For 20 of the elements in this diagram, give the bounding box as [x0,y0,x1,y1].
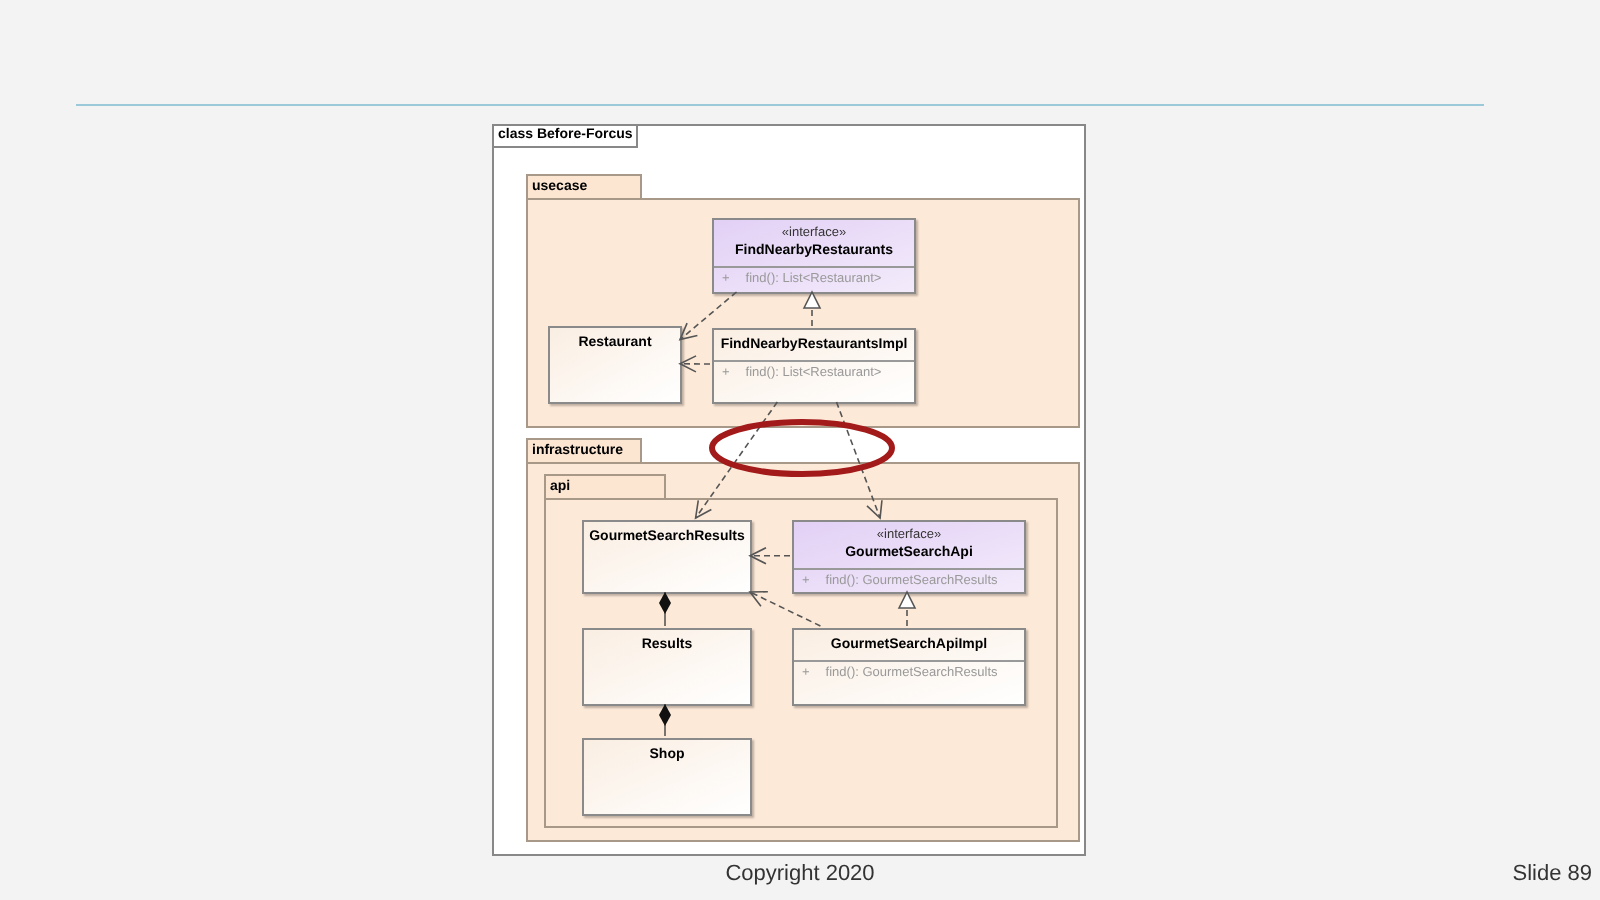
dependency-arrow [694,401,779,519]
dependency-arrow [679,291,738,341]
slide-number: Slide 89 [1512,860,1592,890]
class-box [582,520,752,594]
dependency-arrow [803,291,821,327]
dependency-arrow [898,591,916,627]
dependency-arrow [679,355,711,373]
class-box [582,628,752,706]
class-box [548,326,682,404]
dependency-arrow [749,590,822,627]
class-box [792,628,1026,706]
copyright-text: Copyright 2020 [723,860,877,890]
composition-line [659,703,671,737]
diagram-frame [492,124,1086,856]
dependency-arrow [749,546,791,565]
interface-box [712,218,916,294]
interface-box [792,520,1026,594]
composition-line [659,591,671,627]
class-box [712,328,916,404]
class-box [582,738,752,816]
